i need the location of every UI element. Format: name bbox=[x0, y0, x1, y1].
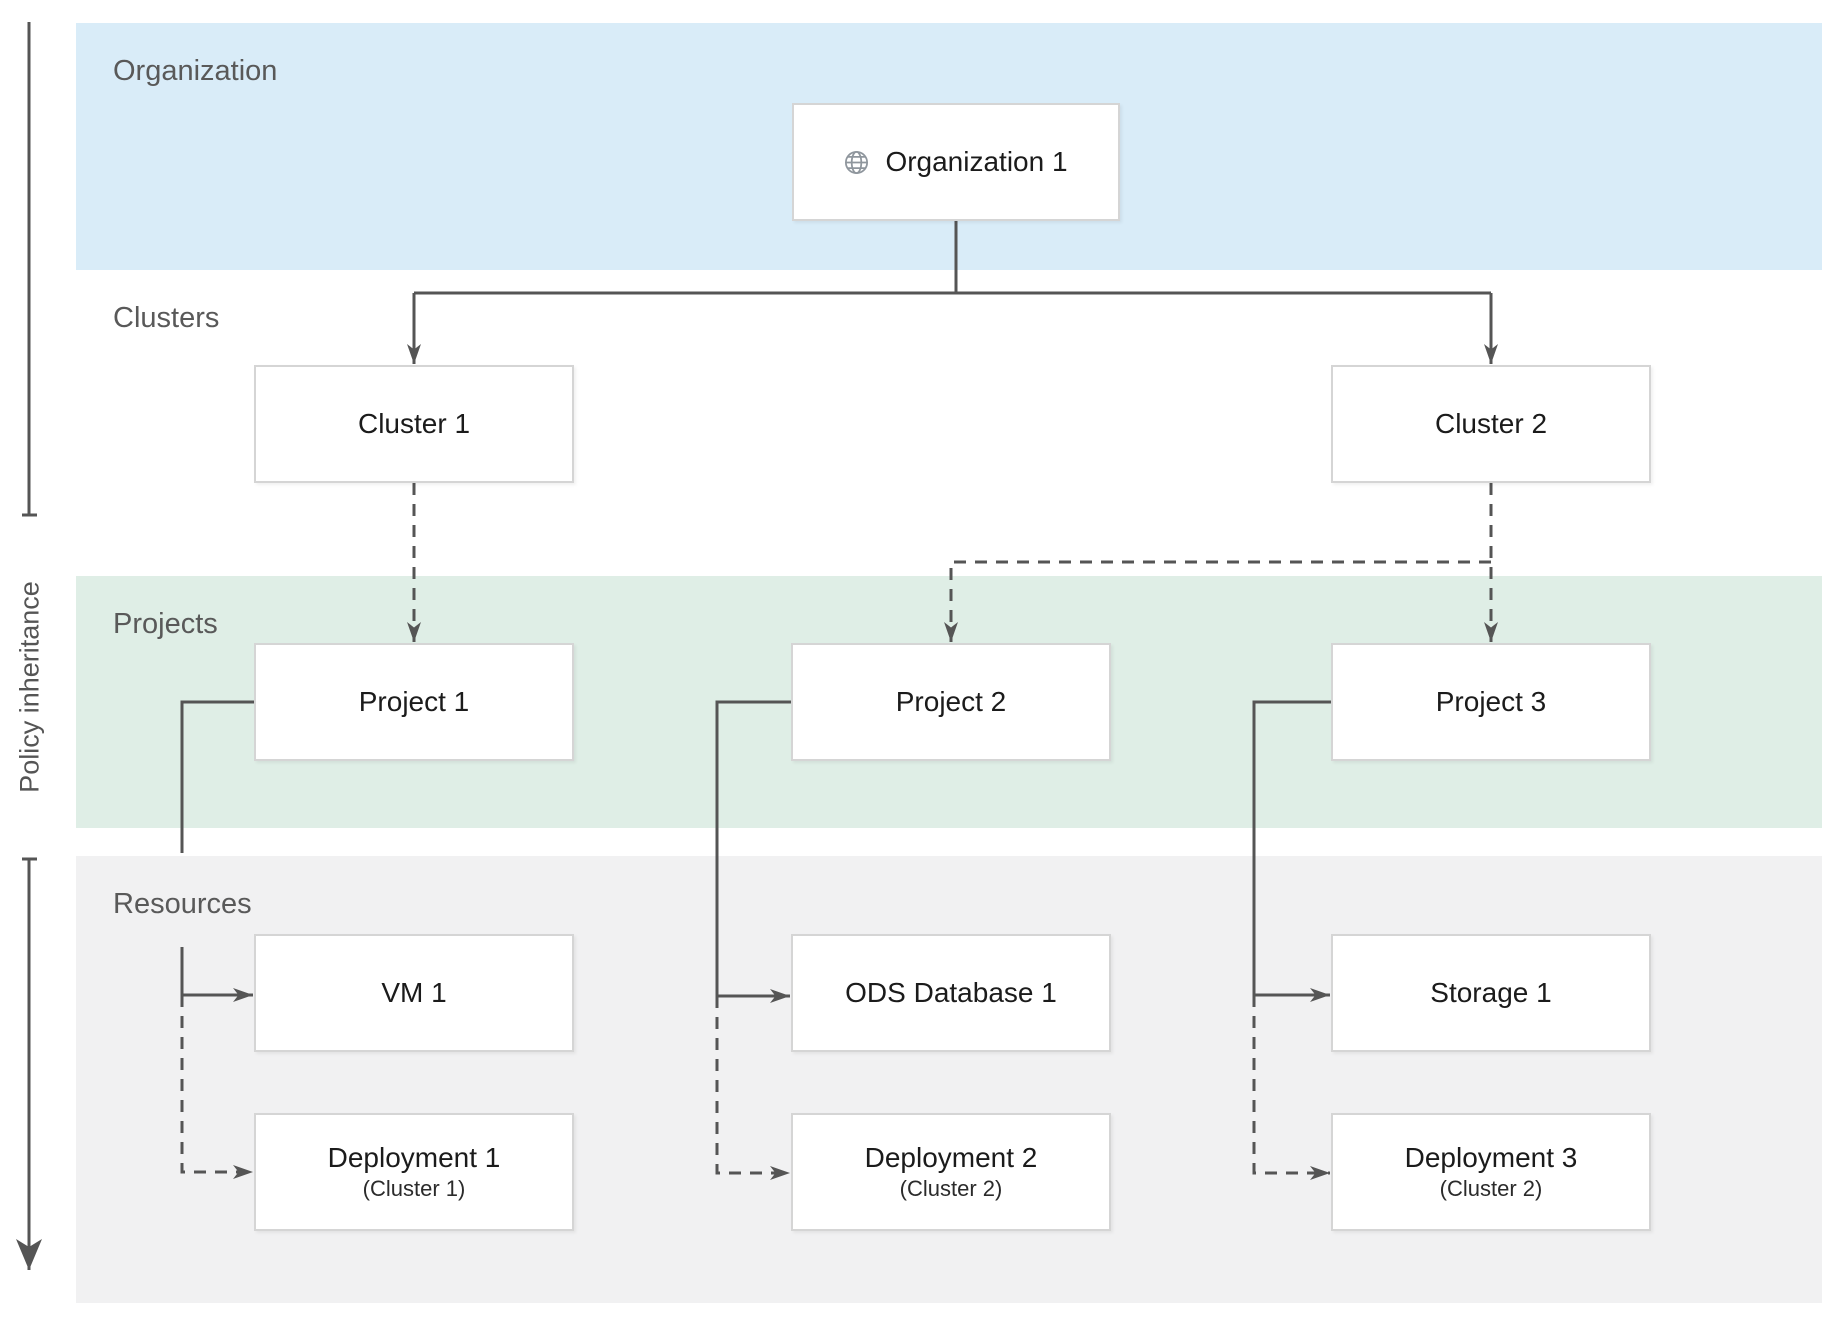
node-project-2: Project 2 bbox=[791, 643, 1111, 761]
node-project-3: Project 3 bbox=[1331, 643, 1651, 761]
band-resources: Resources bbox=[76, 856, 1822, 1303]
node-cluster-1: Cluster 1 bbox=[254, 365, 574, 483]
node-vm-1: VM 1 bbox=[254, 934, 574, 1052]
node-deployment-1: Deployment 1 (Cluster 1) bbox=[254, 1113, 574, 1231]
node-sublabel: (Cluster 2) bbox=[899, 1176, 1003, 1201]
node-label: VM 1 bbox=[381, 977, 447, 1008]
band-label-resources: Resources bbox=[113, 888, 252, 920]
node-label: Project 3 bbox=[1435, 686, 1547, 717]
node-label: ODS Database 1 bbox=[845, 977, 1057, 1008]
node-ods-database-1: ODS Database 1 bbox=[791, 934, 1111, 1052]
node-storage-1: Storage 1 bbox=[1331, 934, 1651, 1052]
node-cluster-2: Cluster 2 bbox=[1331, 365, 1651, 483]
node-label: Deployment 3 bbox=[1404, 1142, 1578, 1173]
node-deployment-3: Deployment 3 (Cluster 2) bbox=[1331, 1113, 1651, 1231]
band-label-projects: Projects bbox=[113, 608, 218, 640]
node-deployment-2: Deployment 2 (Cluster 2) bbox=[791, 1113, 1111, 1231]
node-label: Cluster 2 bbox=[1434, 408, 1548, 439]
node-label: Cluster 1 bbox=[357, 408, 471, 439]
node-label: Deployment 2 bbox=[864, 1142, 1038, 1173]
node-organization-1: Organization 1 bbox=[792, 103, 1120, 221]
node-label: Storage 1 bbox=[1430, 977, 1552, 1008]
node-sublabel: (Cluster 1) bbox=[362, 1176, 466, 1201]
node-sublabel: (Cluster 2) bbox=[1439, 1176, 1543, 1201]
node-label: Project 1 bbox=[358, 686, 470, 717]
node-project-1: Project 1 bbox=[254, 643, 574, 761]
node-label: Deployment 1 bbox=[327, 1142, 501, 1173]
policy-inheritance-label: Policy inheritance bbox=[14, 581, 45, 793]
node-label: Project 2 bbox=[895, 686, 1007, 717]
node-label: Organization 1 bbox=[885, 146, 1068, 177]
band-label-clusters: Clusters bbox=[113, 302, 220, 334]
band-label-organization: Organization bbox=[113, 55, 278, 87]
globe-icon bbox=[844, 150, 869, 175]
